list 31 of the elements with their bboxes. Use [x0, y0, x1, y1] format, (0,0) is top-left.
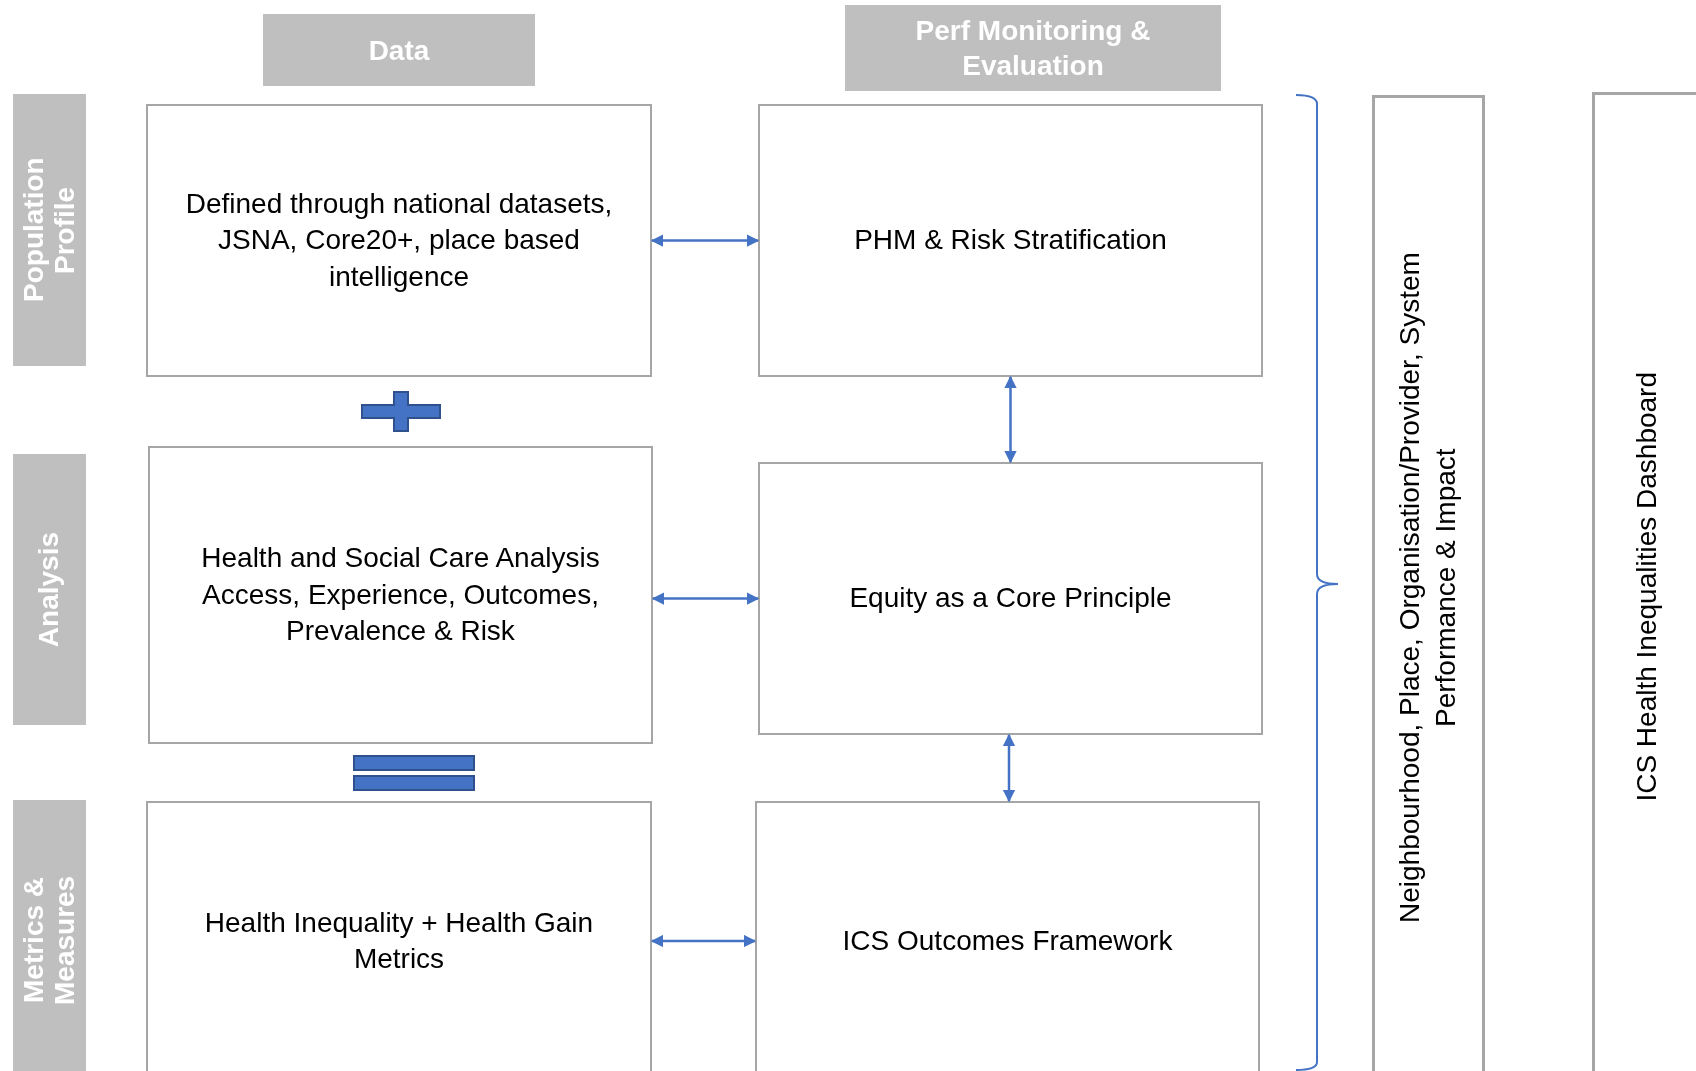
box-text: Health Inequality + Health Gain Metrics	[203, 905, 595, 976]
text-box	[755, 801, 1260, 1071]
box-text: Defined through national datasets, JSNA, Core20+, place based intelligence	[184, 186, 614, 294]
box-text: ICS Outcomes Framework	[842, 923, 1173, 958]
text-box	[758, 462, 1263, 735]
row-label	[13, 454, 86, 725]
box-text: Population Profile	[18, 156, 81, 305]
box-text: Perf Monitoring & Evaluation	[914, 14, 1152, 83]
box-text: Neighbourhood, Place, Organisation/Provider, System Performance & Impact	[1393, 251, 1463, 925]
box-text: Metrics & Measures	[18, 874, 81, 1007]
box-text: Health and Social Care Analysis Access, Experience, Outcomes, Prevalence & Risk	[200, 541, 601, 649]
text-box	[758, 104, 1263, 377]
box-text: Analysis	[34, 531, 65, 648]
double-arrow	[1004, 375, 1017, 464]
box-text: Equity as a Core Principle	[849, 581, 1172, 616]
row-label	[13, 800, 86, 1071]
double-arrow	[650, 934, 757, 948]
box-text: ICS Health Inequalities Dashboard	[1629, 372, 1663, 802]
text-box	[146, 104, 652, 377]
column-header	[845, 5, 1221, 91]
vertical-panel	[1372, 95, 1485, 1071]
box-text: PHM & Risk Stratification	[854, 223, 1167, 258]
double-arrow	[650, 234, 760, 247]
box-text: Data	[368, 33, 430, 68]
double-arrow	[1002, 733, 1016, 803]
row-label	[13, 94, 86, 366]
text-box	[148, 446, 653, 744]
column-header	[263, 14, 535, 86]
double-arrow	[651, 592, 760, 605]
text-box	[146, 801, 652, 1071]
vertical-panel	[1592, 92, 1696, 1071]
